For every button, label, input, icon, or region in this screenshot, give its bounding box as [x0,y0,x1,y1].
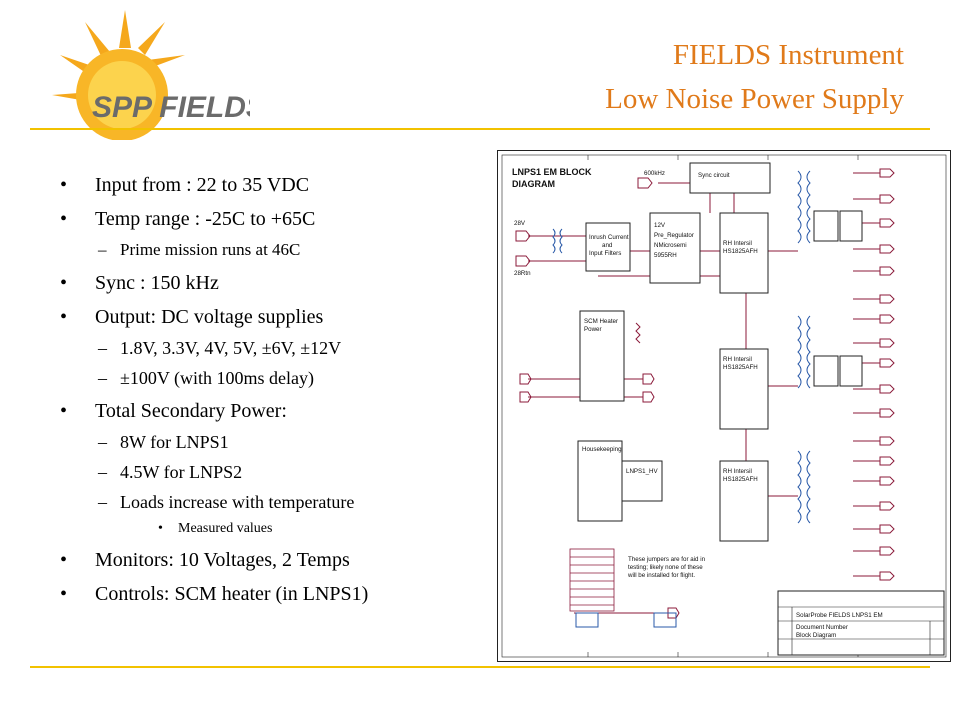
title-block-3: Block Diagram [796,632,836,639]
page-title-line2: Low Noise Power Supply [605,83,904,115]
input-28v: 28V [514,220,526,227]
rh2-label-2: HS1825AFH [723,364,758,371]
sync-freq-label: 600kHz [644,170,665,177]
prereg-label-4: 5955RH [654,252,677,259]
footer-divider [30,666,930,668]
title-block-2: Document Number [796,624,848,631]
logo-text: SPP FIELDS [92,91,250,124]
note-line-3: will be installed for flight. [627,572,695,579]
input-28rtn: 28Rtn [514,270,531,277]
hv-label: LNPS1_HV [626,468,659,475]
bullet-output: Output: DC voltage supplies [58,304,498,330]
inrush-label-3: Input Filters [589,250,621,257]
inrush-label-1: Inrush Current [589,234,629,241]
block-diagram-schematic: LNPS1 EM BLOCK DIAGRAM [497,150,951,662]
heater-label-1: SCM Heater [584,318,618,325]
rh3-label-2: HS1825AFH [723,476,758,483]
bullet-power-sub3-sub: Measured values [58,519,498,539]
rh1-label-1: RH Intersil [723,240,752,247]
bullet-monitors: Monitors: 10 Voltages, 2 Temps [58,547,498,573]
sync-block-label: Sync circuit [698,172,730,179]
schematic-title-2: DIAGRAM [512,179,555,189]
prereg-label-3: NMicrosemi [654,242,687,249]
title-block-1: SolarProbe FIELDS LNPS1 EM [796,612,883,619]
schematic-title-1: LNPS1 EM BLOCK [512,167,592,177]
rh3-label-1: RH Intersil [723,468,752,475]
bullet-power-sub1: 8W for LNPS1 [58,430,498,454]
bullet-temp: Temp range : -25C to +65C [58,206,498,232]
note-line-2: testing; likely none of these [628,564,703,571]
rh1-label-2: HS1825AFH [723,248,758,255]
bullet-sync: Sync : 150 kHz [58,270,498,296]
sun-icon [52,10,185,141]
bullet-input: Input from : 22 to 35 VDC [58,172,498,198]
rh2-label-1: RH Intersil [723,356,752,363]
bullet-output-sub1: 1.8V, 3.3V, 4V, 5V, ±6V, ±12V [58,336,498,360]
bullet-power: Total Secondary Power: [58,398,498,424]
bullet-temp-sub: Prime mission runs at 46C [58,238,498,262]
header-divider [30,128,930,130]
bullet-output-sub2: ±100V (with 100ms delay) [58,366,498,390]
bullet-controls: Controls: SCM heater (in LNPS1) [58,581,498,607]
bullet-power-sub2: 4.5W for LNPS2 [58,460,498,484]
spp-fields-logo: SPP FIELDS [30,0,266,141]
page-title-line1: FIELDS Instrument [672,39,904,71]
prereg-label-2: Pre_Regulator [654,232,694,239]
bullet-power-sub3: Loads increase with temperature [58,490,498,514]
prereg-label-1: 12V [654,222,666,229]
note-line-1: These jumpers are for aid in [628,556,706,563]
spec-bullet-list: Input from : 22 to 35 VDC Temp range : -… [58,172,498,607]
inrush-label-2: and [602,242,613,249]
heater-label-2: Power [584,326,602,333]
housekeeping-label: Housekeeping [582,446,622,453]
